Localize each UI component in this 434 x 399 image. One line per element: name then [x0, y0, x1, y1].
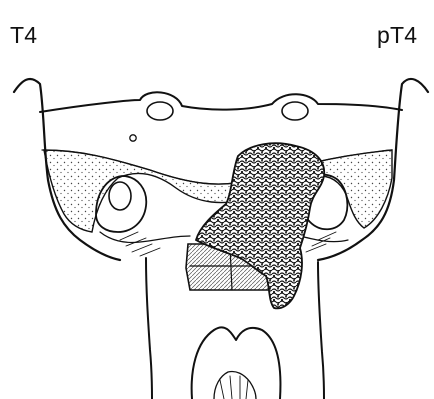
muscle-striations-left — [120, 232, 160, 256]
small-foramen — [130, 135, 136, 141]
neck-right — [318, 262, 324, 399]
left-cavity-inner — [109, 182, 131, 210]
upper-contour — [40, 92, 402, 112]
neck-left — [146, 258, 152, 399]
airway-inner — [214, 371, 256, 399]
top-foramen-left — [147, 102, 173, 120]
inner-fold-left — [100, 232, 190, 243]
airway-striations — [220, 376, 248, 399]
airway-outline — [192, 327, 281, 399]
top-foramen-right — [282, 102, 308, 120]
